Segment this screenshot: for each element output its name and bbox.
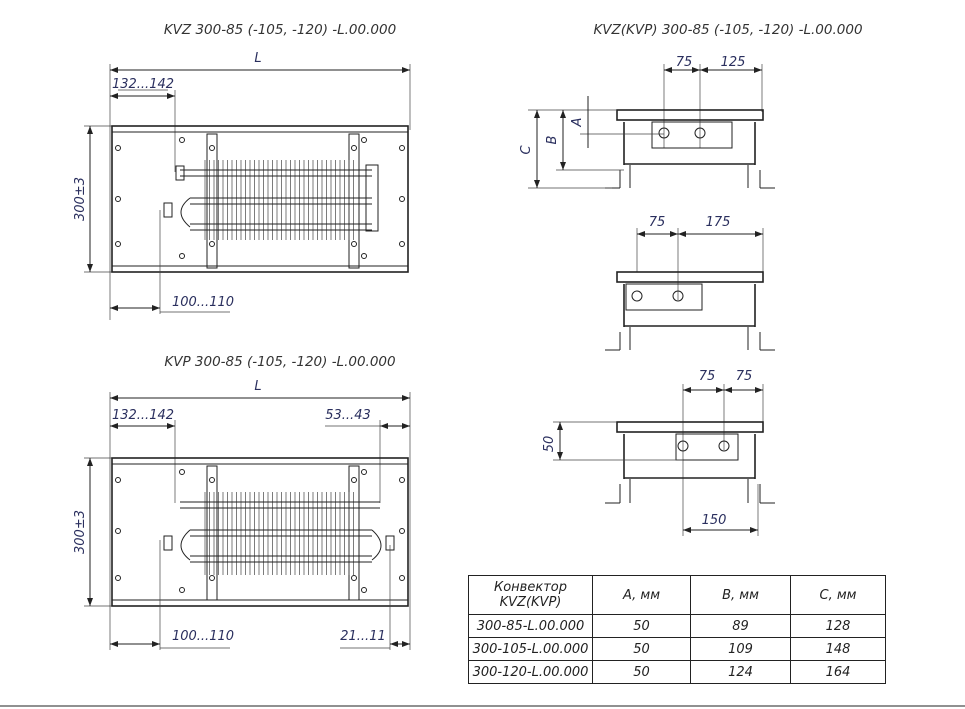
mounting-hole [361,137,367,143]
dim-length-label: L [254,379,261,394]
dim-75: 75 [676,55,693,70]
cell-b: 109 [690,637,791,661]
mounting-hole [209,477,215,483]
mounting-hole [351,575,357,581]
table-row: 300-105-L.00.000 50 109 148 [468,637,886,661]
dim-c-label: C [519,145,534,155]
mounting-hole [179,469,185,475]
cell-b: 124 [690,660,791,684]
dim-width-label: 300±3 [73,177,88,221]
mounting-hole [399,145,405,151]
mounting-hole [179,137,185,143]
mounting-hole [361,587,367,593]
cell-a: 50 [592,660,691,684]
mounting-hole [351,145,357,151]
dim-75: 75 [649,215,666,230]
mounting-hole [351,241,357,247]
mounting-hole [399,241,405,247]
cell-model: 300-120-L.00.000 [468,660,593,684]
cell-model: 300-105-L.00.000 [468,637,593,661]
dim-175: 175 [706,215,731,230]
dim-inlet-label: 132...142 [112,408,174,423]
mounting-hole [209,145,215,151]
dimension-table: Конвектор KVZ(KVP) A, мм B, мм C, мм 300… [468,575,886,684]
cell-a: 50 [592,614,691,638]
mounting-hole [209,575,215,581]
dim-150-label: 150 [702,513,727,528]
cell-c: 128 [790,614,886,638]
mounting-hole [115,575,121,581]
side-title: KVZ(KVP) 300-85 (-105, -120) -L.00.000 [593,22,862,38]
mounting-hole [179,587,185,593]
mounting-hole [399,575,405,581]
mounting-hole [399,477,405,483]
mounting-hole [115,145,121,151]
side-view-kvz-kvp: KVZ(KVP) 300-85 (-105, -120) -L.00.000 7… [519,22,863,189]
mounting-hole [361,469,367,475]
dim-right-bottom-label: 21...11 [340,629,385,644]
side-view-3: 75 75 50 150 [542,369,775,536]
cell-b: 89 [690,614,791,638]
mounting-hole [209,241,215,247]
table-row: 300-85-L.00.000 50 89 128 [468,614,886,638]
mounting-hole [115,528,121,534]
dim-75-left: 75 [699,369,716,384]
kvz-plan-view: KVZ 300-85 (-105, -120) -L.00.000 L 132.… [73,22,411,320]
mounting-hole [351,477,357,483]
table-row: 300-120-L.00.000 50 124 164 [468,660,886,684]
mounting-hole [361,253,367,259]
mounting-hole [115,241,121,247]
header-c: C, мм [790,575,886,615]
mounting-hole [115,477,121,483]
dim-width-label: 300±3 [73,510,88,554]
mounting-hole [399,196,405,202]
kvp-title: KVP 300-85 (-105, -120) -L.00.000 [164,354,395,370]
cell-c: 148 [790,637,886,661]
header-a: A, мм [592,575,691,615]
dim-50-label: 50 [542,436,557,453]
cell-a: 50 [592,637,691,661]
dim-outlet-label: 100...110 [172,629,234,644]
cell-c: 164 [790,660,886,684]
mounting-hole [399,528,405,534]
dim-length-label: L [254,51,261,66]
cell-model: 300-85-L.00.000 [468,614,593,638]
dim-b-label: B [545,135,560,144]
convector-housing [111,125,409,273]
mounting-hole [179,253,185,259]
side-view-2: 75 175 [605,215,775,351]
dim-right-label: 53...43 [325,408,370,423]
dim-75-right: 75 [736,369,753,384]
header-model: Конвектор KVZ(KVP) [468,575,593,615]
table-header-row: Конвектор KVZ(KVP) A, мм B, мм C, мм [468,575,886,615]
dim-a-label: A [570,118,585,128]
dim-outlet-label: 100...110 [172,295,234,310]
kvp-plan-view: KVP 300-85 (-105, -120) -L.00.000 L 132.… [73,354,411,650]
kvz-title: KVZ 300-85 (-105, -120) -L.00.000 [164,22,396,38]
header-b: B, мм [690,575,791,615]
mounting-hole [115,196,121,202]
convector-housing [111,457,409,607]
dim-inlet-label: 132...142 [112,77,174,92]
dim-125: 125 [721,55,746,70]
